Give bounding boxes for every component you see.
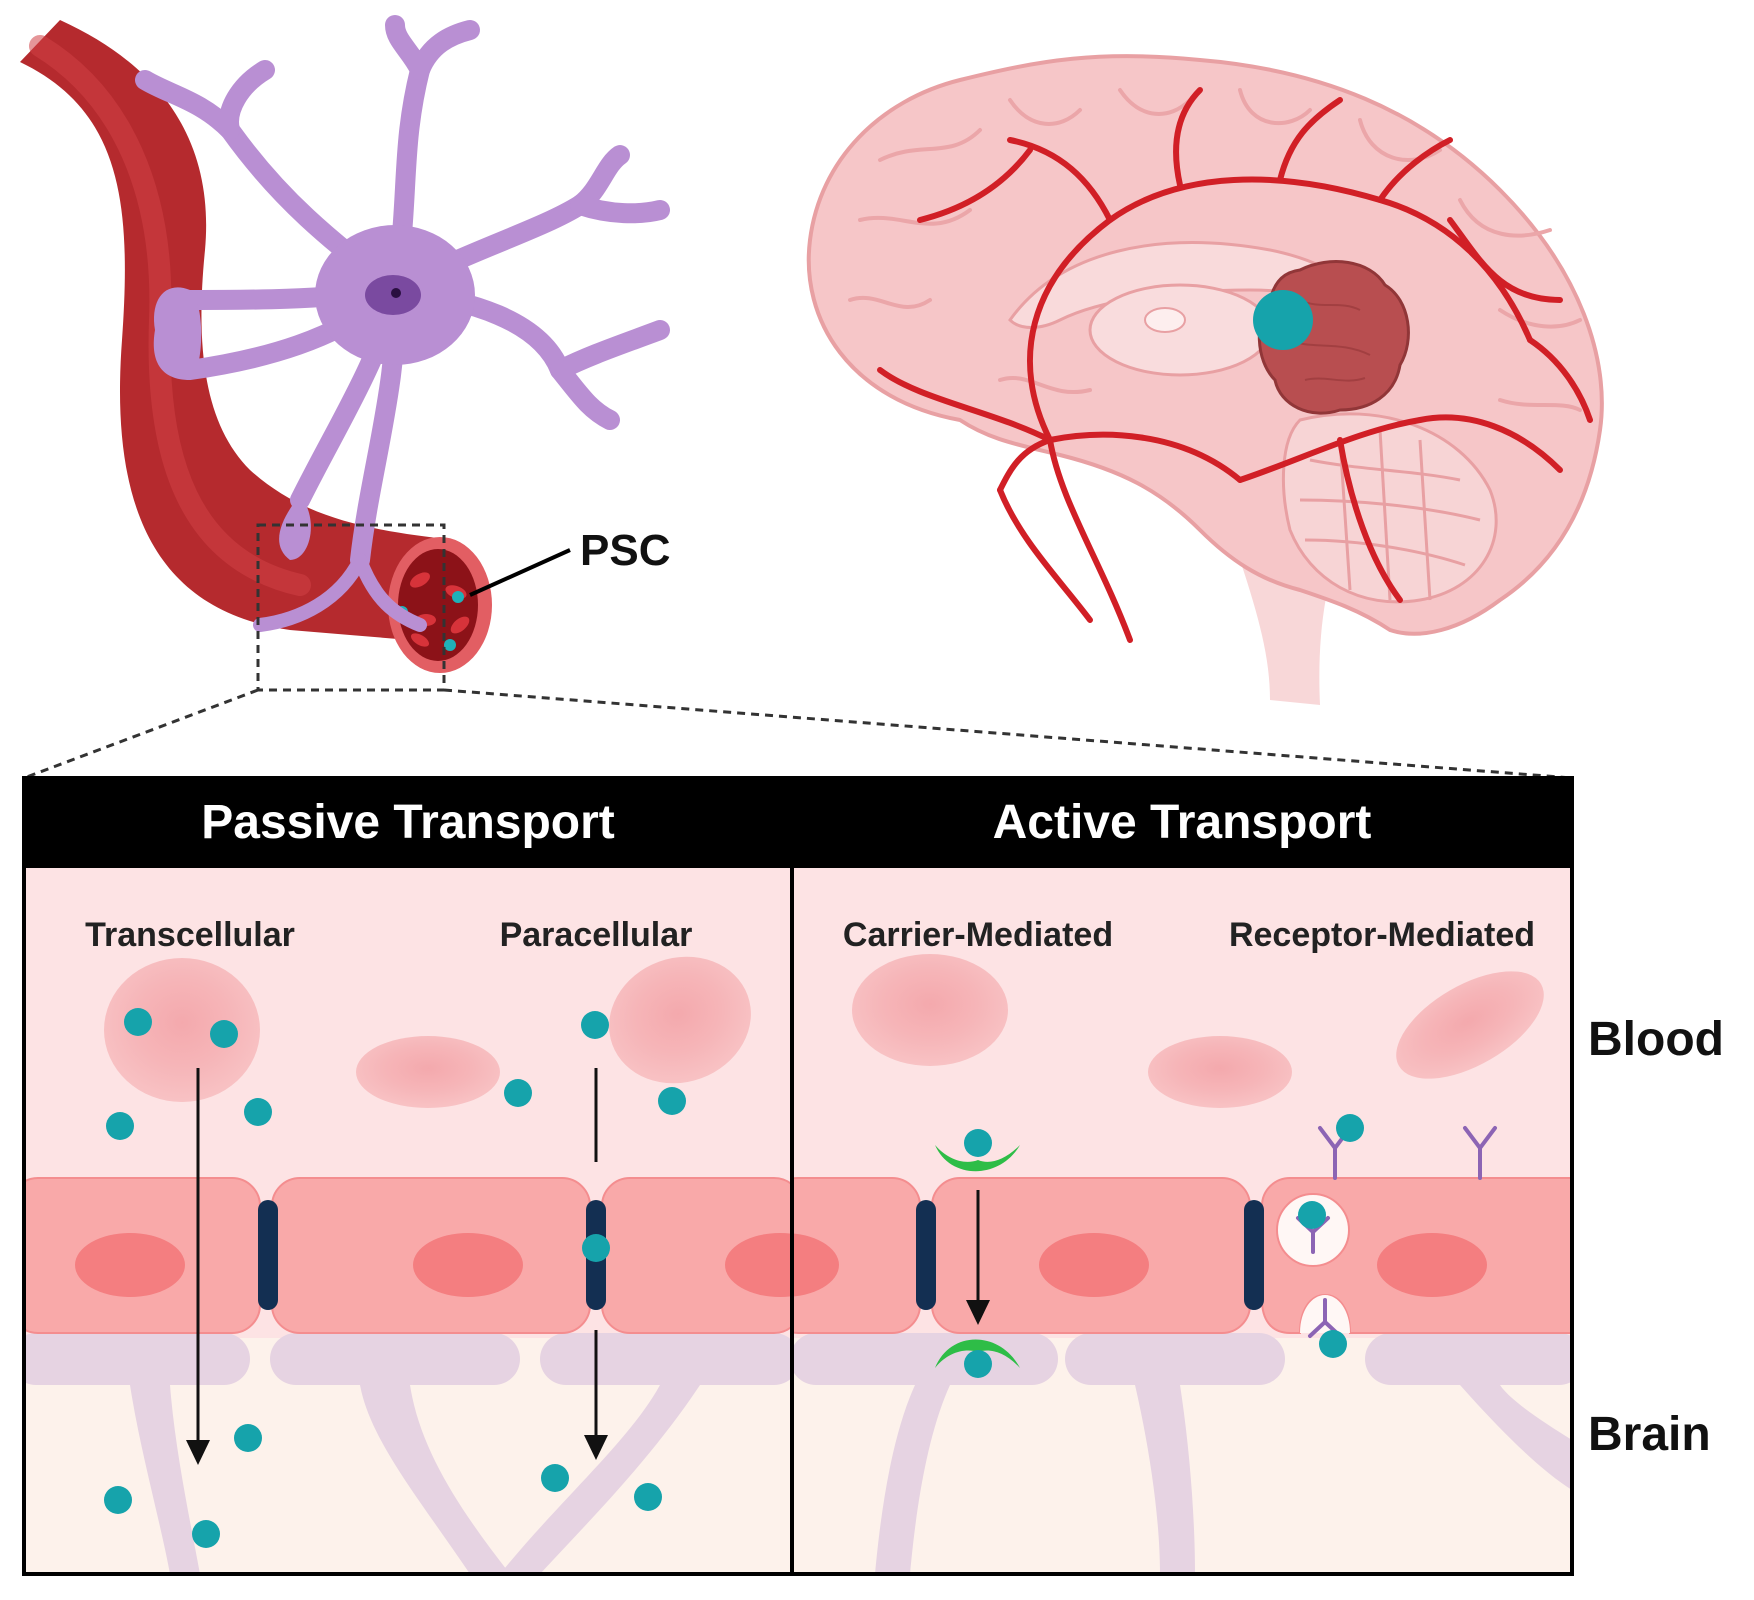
- endocytic-vesicle: [1276, 1193, 1350, 1267]
- route-paracellular: Paracellular: [500, 916, 693, 954]
- route-receptor-mediated: Receptor-Mediated: [1229, 916, 1535, 954]
- brain-label: Brain: [1588, 1408, 1711, 1461]
- carrier-protein-top: [935, 1129, 1020, 1172]
- psc-label: PSC: [580, 526, 670, 575]
- brain-stem: [1240, 560, 1335, 705]
- brain-illustration: [806, 54, 1604, 705]
- passive-transport-title: Passive Transport: [201, 796, 615, 849]
- brain-arteries: [877, 87, 1593, 643]
- active-transport-title: Active Transport: [993, 796, 1372, 849]
- psc-callout: PSC: [469, 526, 670, 597]
- route-transcellular: Transcellular: [85, 916, 295, 954]
- cerebellum: [1282, 412, 1498, 604]
- blood-label: Blood: [1588, 1013, 1724, 1066]
- active-transport-panel: Carrier-Mediated Receptor-Mediated: [792, 868, 1572, 1574]
- zoom-inset-indicator: [23, 523, 1573, 780]
- astrocyte-body: [153, 225, 475, 560]
- thalamus: [1088, 283, 1272, 377]
- carrier-protein-bottom: [935, 1339, 1020, 1378]
- nanoparticle: [1253, 290, 1313, 350]
- vessel-cross-section: [388, 537, 492, 673]
- route-carrier-mediated: Carrier-Mediated: [843, 916, 1113, 954]
- active-panel-border: [790, 776, 1574, 1576]
- panel-header-bar: [24, 778, 1572, 868]
- blood-vessel: [20, 20, 455, 640]
- transport-panels: Passive Transport Active Transport: [22, 776, 1574, 1576]
- passive-transport-panel: Transcellular Paracellular: [24, 868, 792, 1574]
- exocytic-vesicle: [1300, 1295, 1350, 1358]
